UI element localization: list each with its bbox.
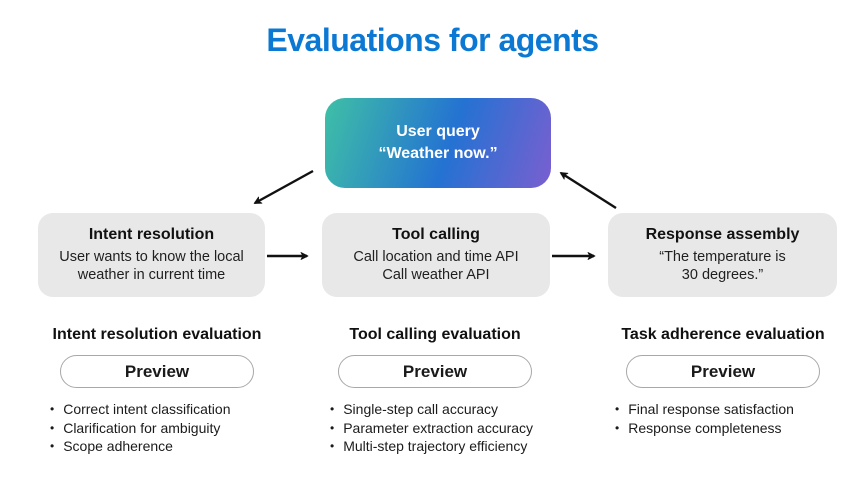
stage-box-tool-calling: Tool calling Call location and time API …: [322, 213, 550, 297]
stage-description-line: User wants to know the local: [59, 248, 244, 265]
bullet-icon: •: [615, 420, 620, 435]
bullet-icon: •: [330, 420, 335, 435]
evaluation-heading: Tool calling evaluation: [349, 326, 521, 343]
preview-badge[interactable]: Preview: [626, 355, 820, 388]
user-query-text: “Weather now.”: [378, 145, 498, 162]
bullet-text: Correct intent classification: [63, 401, 231, 417]
stage-description-line: Call location and time API: [353, 248, 519, 265]
evaluation-bullet-list: • Single-step call accuracy • Parameter ex…: [330, 401, 533, 457]
user-query-box: User query “Weather now.”: [325, 98, 551, 188]
evaluation-heading: Task adherence evaluation: [621, 326, 825, 343]
stage-description-line: Call weather API: [382, 267, 490, 283]
bullet-text: Parameter extraction accuracy: [343, 419, 534, 436]
evaluation-bullet-list: • Final response satisfaction • Response c…: [615, 401, 794, 438]
stage-description-line: weather in current time: [77, 267, 226, 283]
bullet-text: Single-step call accuracy: [343, 401, 499, 417]
list-item: • Single-step call accuracy: [330, 401, 533, 420]
stage-box-response-assembly: Response assembly “The temperature is 30…: [608, 213, 837, 297]
bullet-text: Response completeness: [628, 419, 782, 436]
bullet-text: Clarification for ambiguity: [63, 419, 221, 436]
stage-box-intent-resolution: Intent resolution User wants to know the…: [38, 213, 265, 297]
bullet-icon: •: [330, 439, 335, 453]
page-title: Evaluations for agents: [266, 22, 599, 58]
arrow-response-to-query: [559, 171, 617, 210]
bullet-icon: •: [50, 439, 55, 453]
bullet-text: Multi-step trajectory efficiency: [343, 438, 528, 454]
list-item: • Final response satisfaction: [615, 401, 794, 420]
bullet-icon: •: [330, 402, 335, 416]
list-item: • Response completeness: [615, 420, 794, 439]
bullet-icon: •: [615, 402, 620, 416]
bullet-text: Scope adherence: [63, 438, 173, 454]
evaluation-column-intent-resolution: Intent resolution evaluation Preview • Co…: [27, 326, 287, 457]
bullet-icon: •: [50, 420, 55, 435]
list-item: • Parameter extraction accuracy: [330, 420, 533, 439]
list-item: • Correct intent classification: [50, 401, 231, 420]
evaluation-column-tool-calling: Tool calling evaluation Preview • Single-…: [305, 326, 565, 457]
evaluation-heading: Intent resolution evaluation: [52, 326, 262, 343]
stage-description-line: 30 degrees.”: [681, 267, 764, 283]
stage-title: Intent resolution: [88, 225, 215, 243]
bullet-icon: •: [50, 402, 55, 416]
list-item: • Clarification for ambiguity: [50, 420, 231, 439]
preview-badge[interactable]: Preview: [338, 355, 532, 388]
list-item: • Multi-step trajectory efficiency: [330, 438, 533, 457]
list-item: • Scope adherence: [50, 438, 231, 457]
user-query-title: User query: [396, 123, 480, 140]
arrow-query-to-intent: [253, 169, 314, 205]
evaluation-column-task-adherence: Task adherence evaluation Preview • Final…: [592, 326, 854, 438]
stage-title: Tool calling: [392, 225, 480, 243]
stage-description-line: “The temperature is: [659, 248, 786, 265]
evaluation-bullet-list: • Correct intent classification • Clarific…: [50, 401, 231, 457]
stage-title: Response assembly: [645, 225, 800, 243]
bullet-text: Final response satisfaction: [628, 401, 794, 417]
preview-badge[interactable]: Preview: [60, 355, 254, 388]
